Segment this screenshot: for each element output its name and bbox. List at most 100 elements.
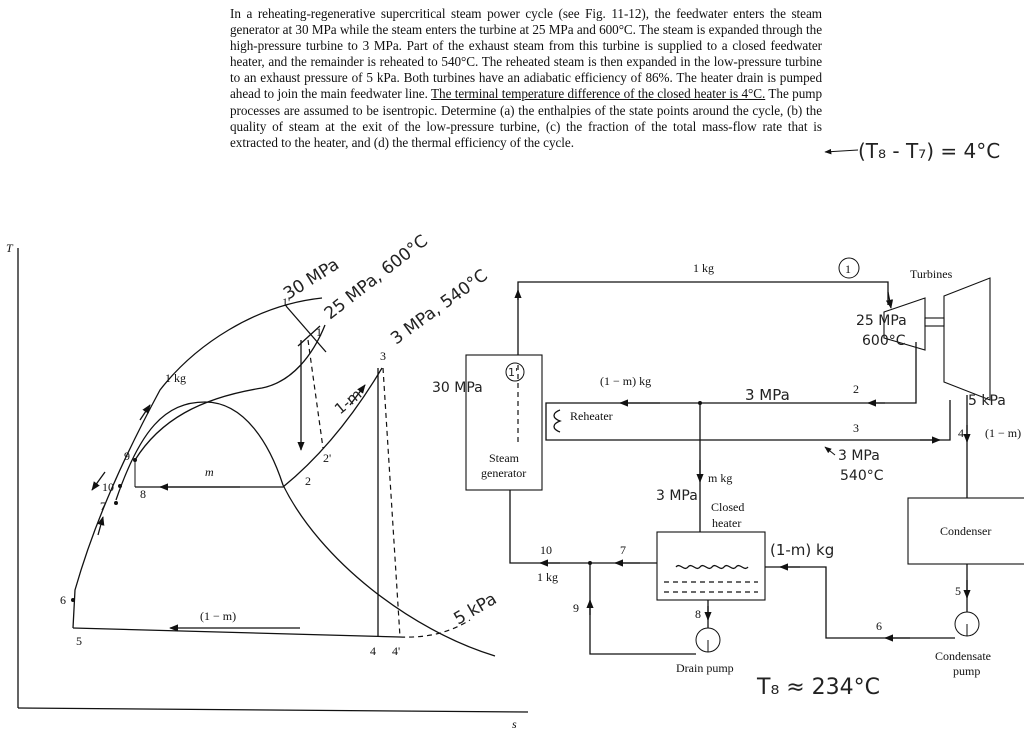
label-pt-2: 2 [305,474,311,488]
label-reheater: Reheater [570,409,613,423]
label-closed-heater-1: Closed [711,500,744,514]
arrow-turbine-inlet [885,291,894,309]
hw-3mpa-heater: 3 MPa [656,488,698,504]
label-state-7: 7 [620,543,626,557]
lp-turbine [943,277,991,401]
arrow-reheat [349,384,366,406]
hw-600c: 600°C [862,333,906,349]
label-pt-2prime: 2' [323,451,331,465]
label-condenser: Condenser [940,524,991,538]
label-pt-4: 4 [370,644,376,658]
cross-mark-a [285,305,327,353]
problem-text-underlined: The terminal temperature difference of t… [431,86,766,102]
condenser [907,497,1024,565]
point-7-dot [114,501,118,505]
hw-30mpa-sg: 30 MPa [432,380,483,396]
hp-turbine [883,297,926,351]
label-state-1: 1 [845,262,851,276]
hw-25mpa-600c: 25 MPa, 600°C [321,231,432,324]
ts-diagram: T s 1' 1 2 2' 3 [6,231,529,731]
label-1kg-top: 1 kg [693,261,714,275]
closed-heater [656,531,766,601]
label-steam-generator-1: Steam [489,451,520,465]
hw-5kpa: 5 kPa [451,589,501,629]
schematic: 1 kg 1 Turbines 25 MPa 600°C 2 (1 − m) k… [432,257,1024,700]
axis-t-label: T [6,241,14,255]
steam-generator [465,354,543,491]
saturation-dome [115,401,496,657]
isobar-3mpa [135,367,383,488]
line-hp-exhaust [700,342,917,404]
cross-mark-b [297,325,321,347]
label-state-8: 8 [695,607,701,621]
label-1kg-fw: 1 kg [537,570,558,584]
hw-1minusm: 1-m [331,385,365,418]
arrow-heating [97,516,105,536]
label-1minusm: (1 − m) [200,609,236,623]
hw-25mpa: 25 MPa [856,313,907,329]
turbine-shaft [924,317,945,327]
arrow-heating-top [139,404,151,421]
label-m-kg: m kg [708,471,732,485]
state-1prime-circle [505,362,525,382]
label-state-4: 4 [958,426,964,440]
label-pt-1prime: 1' [282,295,290,309]
label-pt-9: 9 [124,449,130,463]
label-pt-8: 8 [140,487,146,501]
label-1minusm-exhaust: (1 − m) [985,426,1021,440]
hw-1m-kg: (1-m) kg [770,541,834,559]
heater-condensate-level [664,581,758,593]
line-feedwater [509,490,657,564]
hw-5kpa-sch: 5 kPa [968,393,1006,409]
line-9 [589,563,696,655]
s-axis [17,707,529,713]
label-pt-4prime: 4' [392,644,400,658]
line-6 [765,566,955,639]
isobar-5kpa [72,627,401,638]
hw-reheat-pointer [824,446,836,456]
problem-text-part1: In a reheating-regenerative supercritica… [230,6,822,102]
lp-actual-expansion [382,367,401,638]
problem-paragraph: In a reheating-regenerative supercritica… [230,6,822,151]
isobar-25mpa [134,324,326,461]
reheater-coil [553,409,562,433]
hw-3mpa-top: 3 MPa [745,386,790,404]
state-1-circle [838,257,860,279]
label-1kg: 1 kg [165,371,186,385]
label-pt-1: 1 [316,325,322,339]
label-pt-6: 6 [60,593,66,607]
label-state-9: 9 [573,601,579,615]
note-arrow [824,148,859,155]
hw-3mpa-reheat: 3 MPa [838,448,880,464]
hw-t8: T₈ ≈ 234°C [756,675,880,700]
hw-1prime: 1' [508,366,518,379]
label-condensate-pump-1: Condensate [935,649,991,663]
isobar-30mpa [72,297,323,629]
label-closed-heater-2: heater [712,516,741,530]
label-pt-10: 10 [102,480,114,494]
isobar-5kpa-ext [399,619,471,638]
heater-coil [675,564,749,570]
label-state-6: 6 [876,619,882,633]
label-m: m [205,465,214,479]
line-main-steam [517,281,889,355]
problem-text-part2: The pump processes are assumed to be ise… [230,86,822,150]
label-state-10: 10 [540,543,552,557]
point-6-dot [71,598,75,602]
label-condensate-pump-2: pump [953,664,980,678]
arrow-m-flow [91,471,106,491]
label-state-5: 5 [955,584,961,598]
hp-actual-expansion [307,339,324,449]
point-10-dot [118,484,122,488]
label-pt-5: 5 [76,634,82,648]
line-reheat-loop [545,400,951,441]
label-drain-pump: Drain pump [676,661,734,675]
label-pt-3: 3 [380,349,386,363]
label-state-2: 2 [853,382,859,396]
label-turbines: Turbines [910,267,953,281]
hw-30mpa: 30 MPa [280,255,343,305]
terminal-diff-text: (T₈ - T₇) = 4°C [858,139,1000,163]
point-9-dot [133,458,137,462]
axis-s-label: s [512,717,517,731]
label-steam-generator-2: generator [481,466,526,480]
